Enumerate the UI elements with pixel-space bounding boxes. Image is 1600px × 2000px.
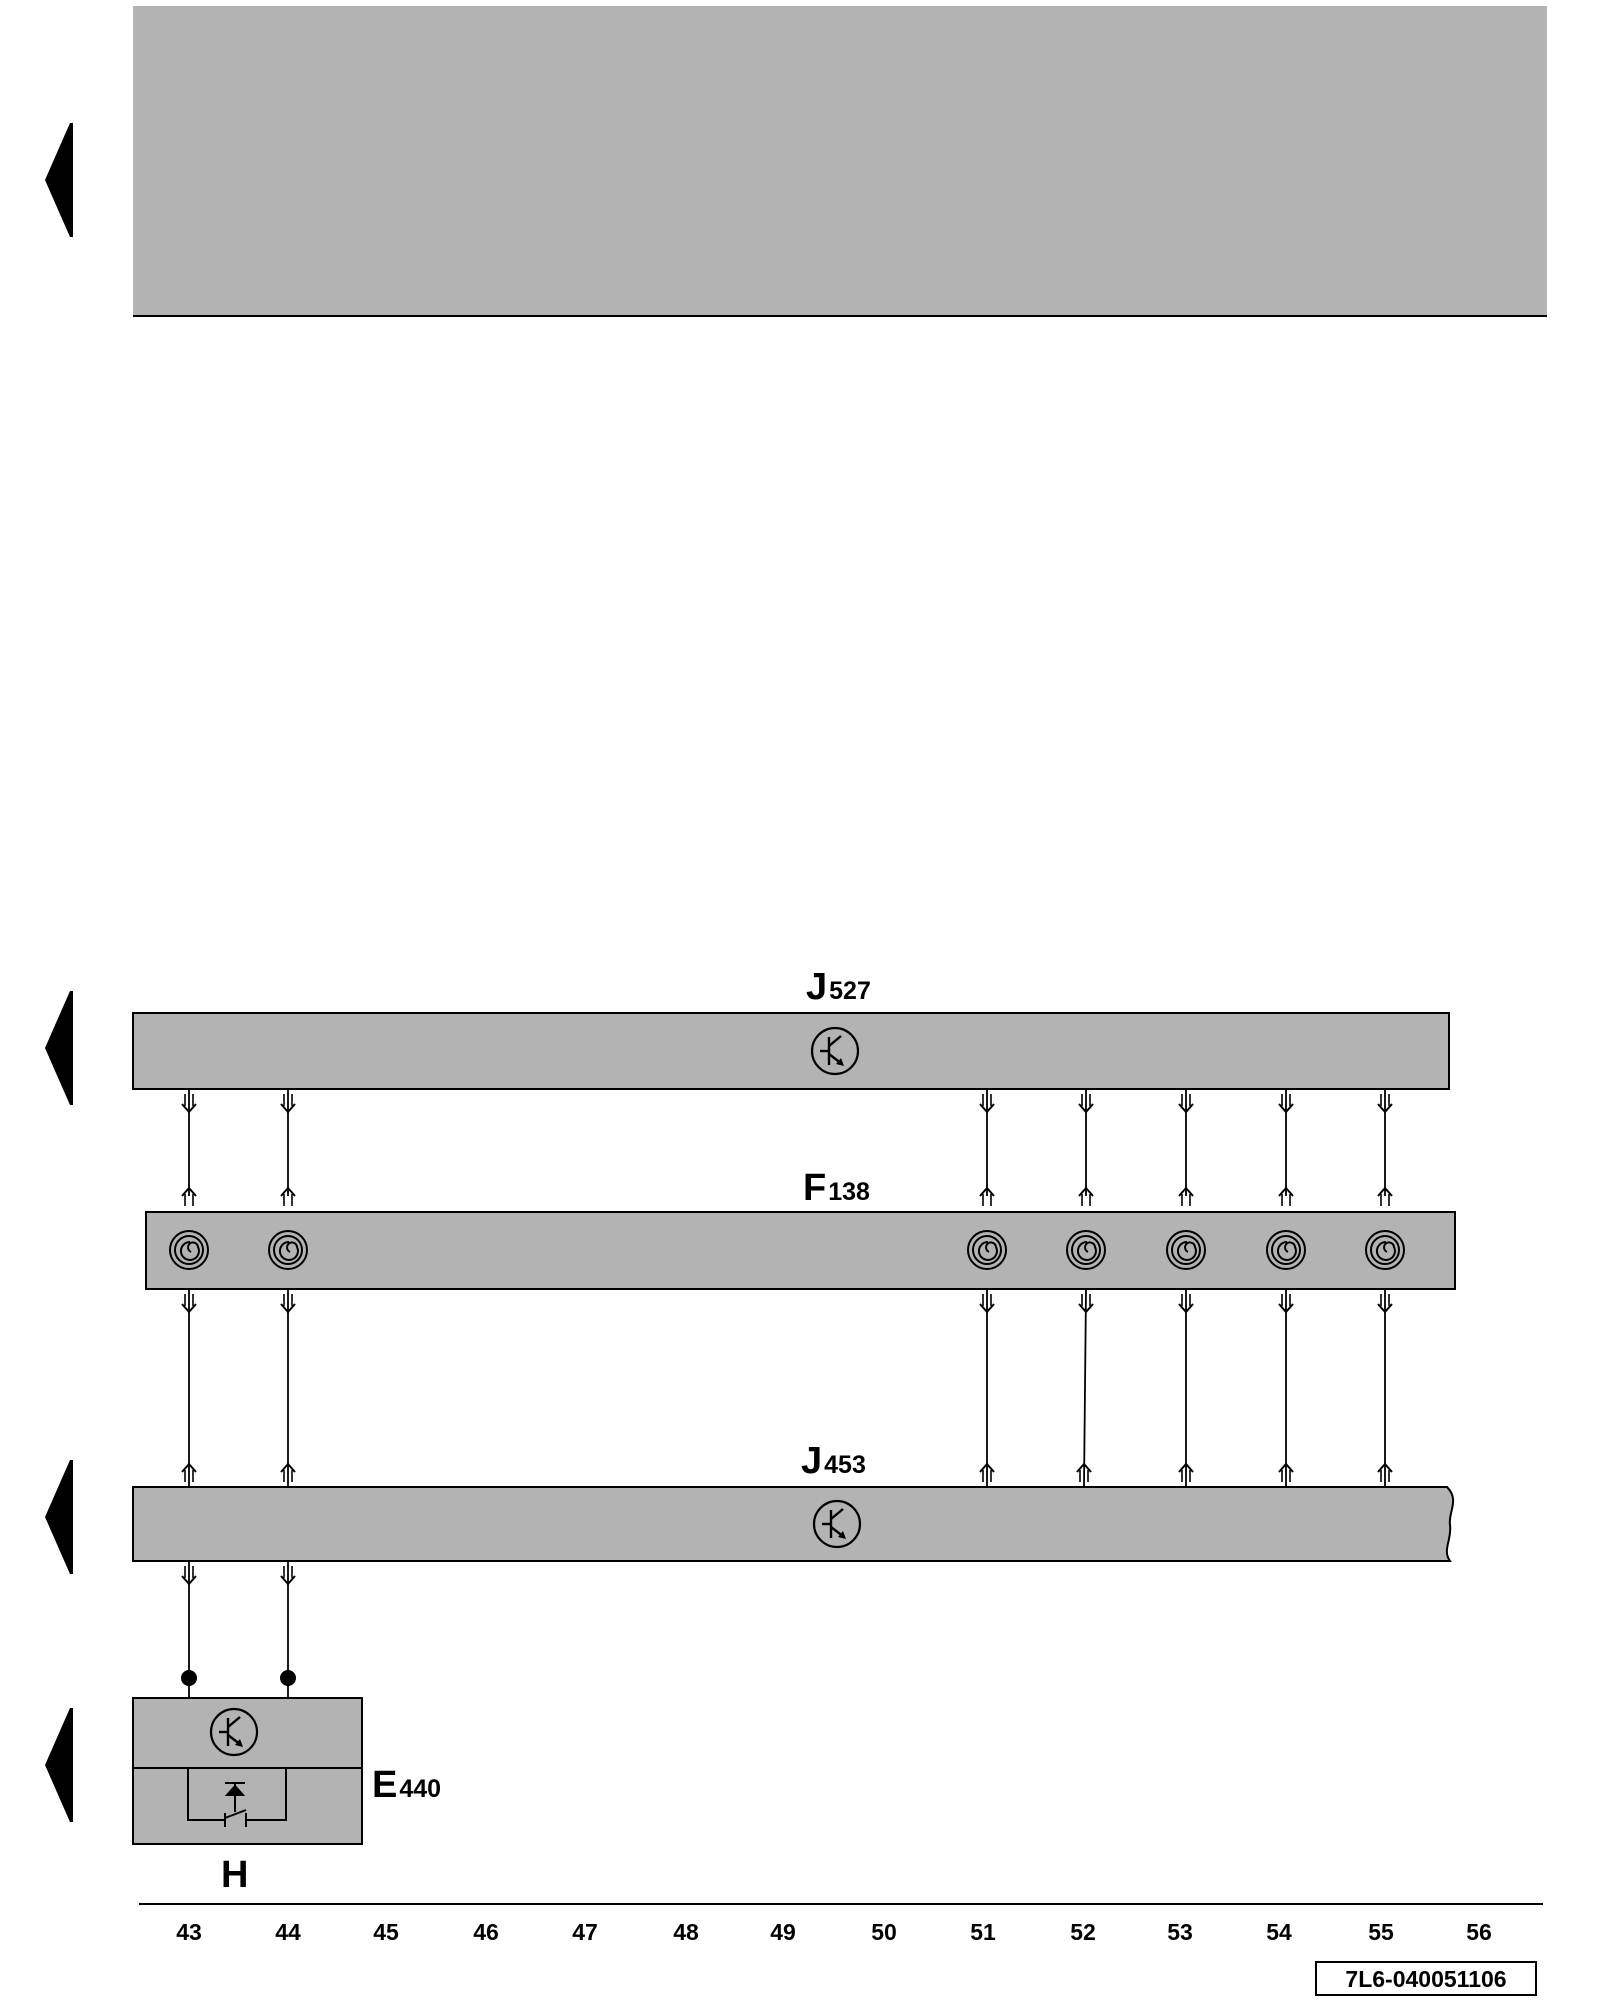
component-e440: E440 (132, 1697, 441, 1845)
connectors-j527-bottom (181, 1093, 1393, 1113)
component-j527: J527 (132, 966, 1450, 1090)
wires-j527-f138 (188, 1090, 1386, 1196)
clock-spring-icon (169, 1230, 209, 1270)
column-number: 56 (1466, 1919, 1492, 1945)
e440-letter: E (372, 1764, 397, 1806)
column-number: 44 (275, 1919, 301, 1945)
clock-spring-icon (1266, 1230, 1306, 1270)
f138-letter: F (803, 1167, 826, 1209)
clock-spring-icon (1066, 1230, 1106, 1270)
junction-dot-icon (280, 1670, 296, 1686)
j527-number: 527 (829, 977, 871, 1005)
location-label-h: H (221, 1854, 248, 1896)
j453-letter: J (801, 1440, 822, 1482)
connectors-j453-top (181, 1463, 1393, 1483)
connectors-f138-bottom (181, 1293, 1393, 1313)
column-number: 47 (572, 1919, 598, 1945)
svg-text:J527: J527 (806, 966, 871, 1008)
column-number: 46 (473, 1919, 499, 1945)
page-marker-arrow-icon (45, 1708, 73, 1822)
clock-spring-icon (1166, 1230, 1206, 1270)
column-number: 52 (1070, 1919, 1096, 1945)
page-marker-arrow-icon (45, 991, 73, 1105)
column-number: 49 (770, 1919, 796, 1945)
reference-code-box: 7L6-040051106 (1315, 1961, 1537, 1996)
svg-text:F138: F138 (803, 1167, 870, 1209)
j453-number: 453 (824, 1451, 866, 1479)
push-button-switch-icon (187, 1768, 287, 1827)
clock-spring-icon (268, 1230, 308, 1270)
j527-letter: J (806, 966, 827, 1008)
column-number: 45 (373, 1919, 399, 1945)
junction-dot-icon (181, 1670, 197, 1686)
component-j453: J453 (132, 1440, 1455, 1562)
f138-number: 138 (828, 1178, 870, 1206)
column-numbers: 43 44 45 46 47 48 49 50 51 52 53 54 55 5… (176, 1919, 1492, 1945)
reference-code: 7L6-040051106 (1345, 1966, 1506, 1992)
svg-text:J453: J453 (801, 1440, 866, 1482)
column-number: 50 (871, 1919, 897, 1945)
connectors-f138-top (181, 1187, 1393, 1207)
clock-spring-icon (1365, 1230, 1405, 1270)
column-number: 51 (970, 1919, 996, 1945)
component-f138: F138 (145, 1167, 1456, 1290)
page-marker-arrow-icon (45, 1460, 73, 1574)
wires-j453-e440 (188, 1562, 289, 1698)
column-number: 48 (673, 1919, 699, 1945)
wires-f138-j453 (188, 1289, 1386, 1487)
e440-number: 440 (399, 1775, 441, 1803)
clock-spring-icon (967, 1230, 1007, 1270)
page-marker-arrow-icon (45, 123, 73, 237)
connectors-j453-bottom (181, 1565, 296, 1585)
column-number: 53 (1167, 1919, 1193, 1945)
svg-text:E440: E440 (372, 1764, 441, 1806)
column-number: 55 (1368, 1919, 1394, 1945)
header-panel (133, 6, 1547, 316)
column-number: 54 (1266, 1919, 1292, 1945)
column-number: 43 (176, 1919, 202, 1945)
